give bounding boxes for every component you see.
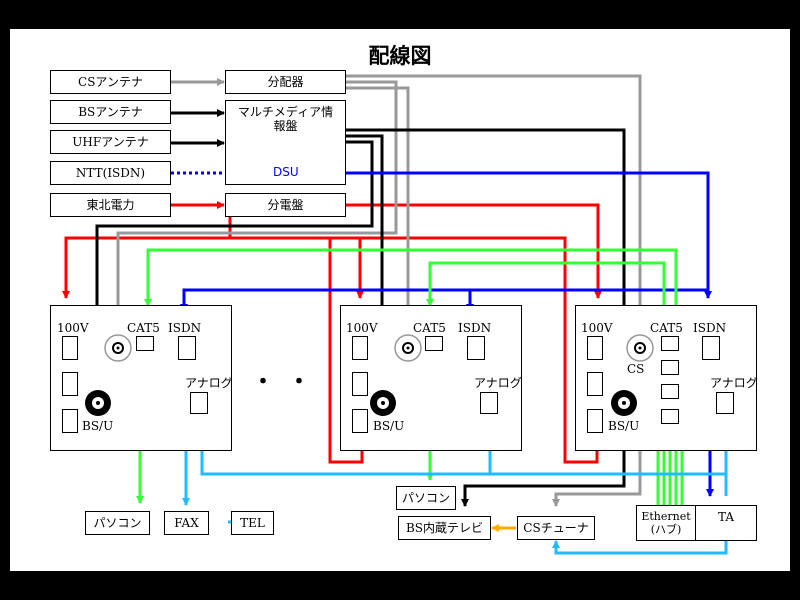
uhf-antenna-box: UHFアンテナ [50,130,171,154]
power-outlet-1c [62,409,78,433]
ta-label: TA [717,510,734,524]
breaker-panel-box: 分電盤 [225,193,346,217]
dsu-label: DSU [273,165,299,179]
analog-label-2: アナログ [474,376,522,390]
power-outlet-3c [587,409,603,433]
ethernet-hub-label: Ethernet (ハブ) [641,510,691,536]
distributor-box: 分配器 [225,70,346,94]
more-outlets-ellipsis: ・・ [252,370,325,395]
pc-middle-box: パソコン [396,486,456,510]
cs-connector-2 [394,334,422,362]
outlet-panel-1 [50,305,232,451]
cat5-label-1: CAT5 [127,321,160,335]
tel-box: TEL [231,511,274,535]
fax-box: FAX [164,511,209,535]
ntt-isdn-box: NTT(ISDN) [50,161,171,185]
power-outlet-1b [62,372,78,396]
cat5-port-2 [425,336,443,351]
ethernet-hub-box: Ethernet (ハブ) [636,505,696,541]
cat5-port-1 [136,336,154,351]
cat5-label-3: CAT5 [650,321,683,335]
cat5-port-3b [661,360,679,375]
tohoku-power-box: 東北電力 [50,193,171,217]
pc-left-box: パソコン [85,511,150,535]
bsu-label-3: BS/U [608,419,640,433]
outlet-panel-3 [575,305,757,451]
cat5-port-3a [661,336,679,351]
ta-box: TA [695,505,757,541]
outlet-panel-2 [340,305,522,451]
cs-connector-1 [104,334,132,362]
bsu-connector-3 [611,390,637,416]
power-outlet-3b [587,372,603,396]
power-outlet-2b [352,372,368,396]
analog-port-1 [190,392,208,414]
diagram-title: 配線図 [368,44,432,68]
power-label-1: 100V [57,321,89,335]
cs-tuner-box: CSチューナ [517,516,595,540]
cat5-port-3d [661,409,679,424]
cs-antenna-box: CSアンテナ [50,70,171,94]
power-outlet-3a [587,336,603,360]
isdn-port-1 [178,336,196,360]
bs-tv-box: BS内蔵テレビ [398,516,491,540]
isdn-port-3 [702,336,720,360]
cat5-port-3c [661,384,679,399]
bsu-label-2: BS/U [373,419,405,433]
bsu-connector-1 [85,390,111,416]
cs-connector-3 [626,334,654,362]
power-label-2: 100V [346,321,378,335]
analog-label-3: アナログ [710,376,758,390]
bsu-label-1: BS/U [82,419,114,433]
cat5-label-2: CAT5 [413,321,446,335]
analog-port-2 [480,392,498,414]
analog-port-3 [716,392,734,414]
bs-antenna-box: BSアンテナ [50,100,171,124]
multimedia-panel-box: マルチメディア情報盤 [225,100,346,185]
cs-label-3: CS [627,362,645,376]
isdn-port-2 [467,336,485,360]
power-outlet-2c [352,409,368,433]
analog-label-1: アナログ [185,376,233,390]
isdn-label-1: ISDN [168,321,202,335]
power-outlet-2a [352,336,368,360]
multimedia-panel-label: マルチメディア情報盤 [237,105,334,133]
power-label-3: 100V [581,321,613,335]
isdn-label-2: ISDN [458,321,492,335]
bsu-connector-2 [370,390,396,416]
power-outlet-1a [62,336,78,360]
isdn-label-3: ISDN [693,321,727,335]
